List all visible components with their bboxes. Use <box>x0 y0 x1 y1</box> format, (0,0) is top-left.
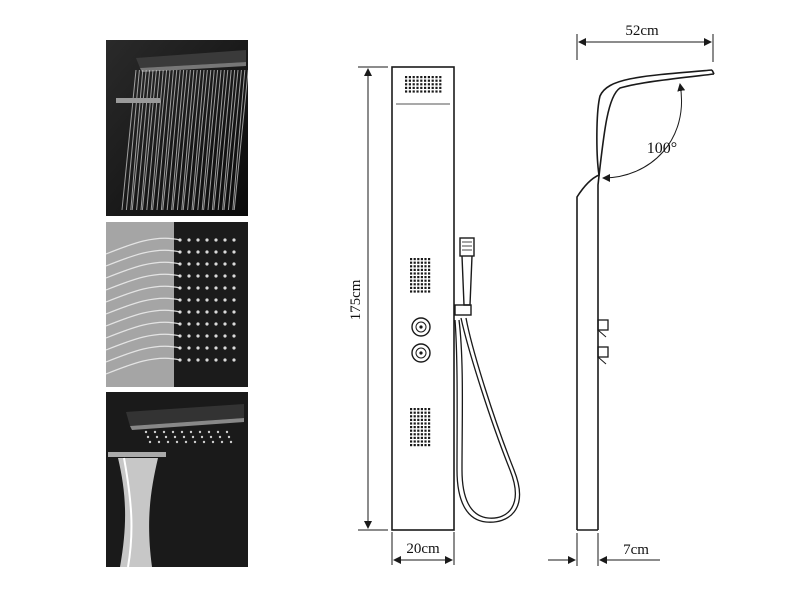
control-knob-upper <box>411 317 431 337</box>
body-jets-photo <box>106 222 248 387</box>
depth-label: 7cm <box>623 542 649 558</box>
waterfall-photo <box>106 392 248 567</box>
side-profile <box>576 69 715 531</box>
body-jet-grille-upper <box>410 258 431 293</box>
front-panel <box>391 66 455 531</box>
height-label: 175cm <box>348 279 364 320</box>
body-jet-grille-lower <box>410 408 431 447</box>
depth-dimension: 7cm <box>548 533 660 566</box>
rain-shower-photo <box>106 40 248 216</box>
reach-dimension: 52cm <box>576 23 714 62</box>
width-label: 20cm <box>406 541 440 557</box>
reach-label: 52cm <box>625 23 659 39</box>
control-knob-lower <box>411 343 431 363</box>
top-nozzle-grille <box>405 76 442 93</box>
height-dimension: 175cm <box>348 66 388 531</box>
hand-shower <box>454 237 475 316</box>
angle-dimension: 100° <box>602 83 686 182</box>
angle-label: 100° <box>647 140 677 157</box>
width-dimension: 20cm <box>391 532 455 565</box>
shower-hose <box>454 317 520 523</box>
